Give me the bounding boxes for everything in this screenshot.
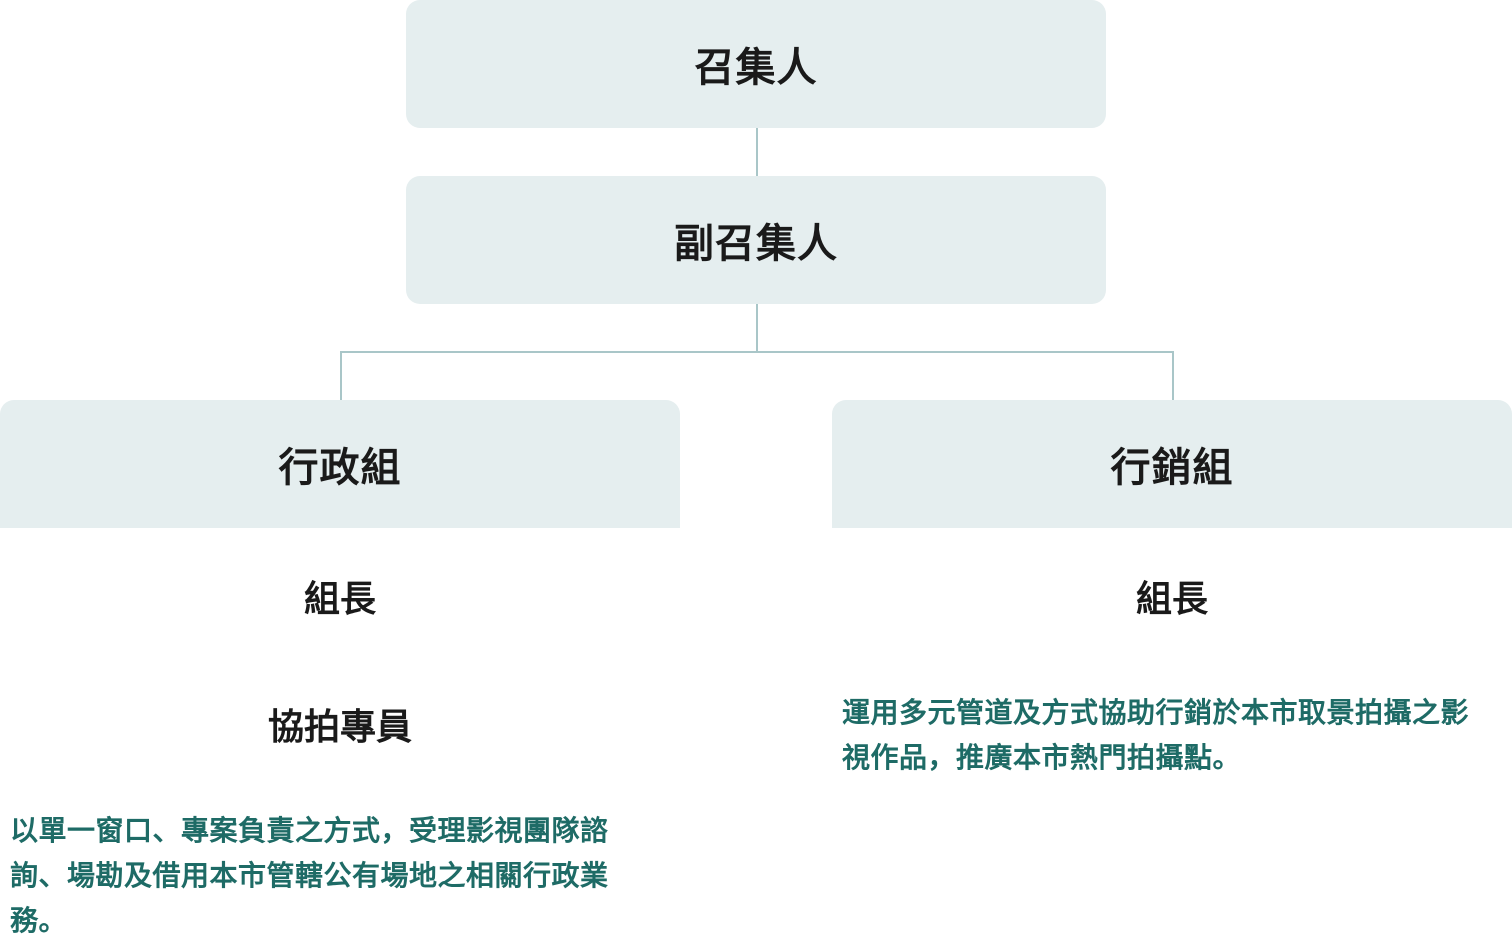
connector-horizontal: [340, 351, 1174, 353]
connector-convener-deputy: [756, 128, 758, 176]
convener-label: 召集人: [694, 44, 818, 91]
marketing-group-leader: 組長: [1135, 578, 1208, 620]
node-admin-group: 行政組: [0, 400, 680, 528]
admin-group-member: 協拍專員: [267, 706, 412, 748]
admin-group-description: 以單一窗口、專案負責之方式，受理影視團隊諮詢、場勘及借用本市管轄公有場地之相關行…: [10, 814, 609, 937]
connector-deputy-down: [756, 304, 758, 352]
node-deputy-convener: 副召集人: [406, 176, 1106, 304]
connector-to-marketing-group: [1172, 352, 1174, 400]
marketing-group-description: 運用多元管道及方式協助行銷於本市取景拍攝之影視作品，推廣本市熱門拍攝點。: [842, 696, 1470, 774]
admin-group-label: 行政組: [278, 444, 402, 491]
admin-group-leader: 組長: [303, 578, 376, 620]
marketing-group-label: 行銷組: [1110, 444, 1234, 491]
connector-to-admin-group: [340, 352, 342, 400]
node-marketing-group: 行銷組: [832, 400, 1512, 528]
node-convener: 召集人: [406, 0, 1106, 128]
deputy-convener-label: 副召集人: [674, 220, 838, 267]
